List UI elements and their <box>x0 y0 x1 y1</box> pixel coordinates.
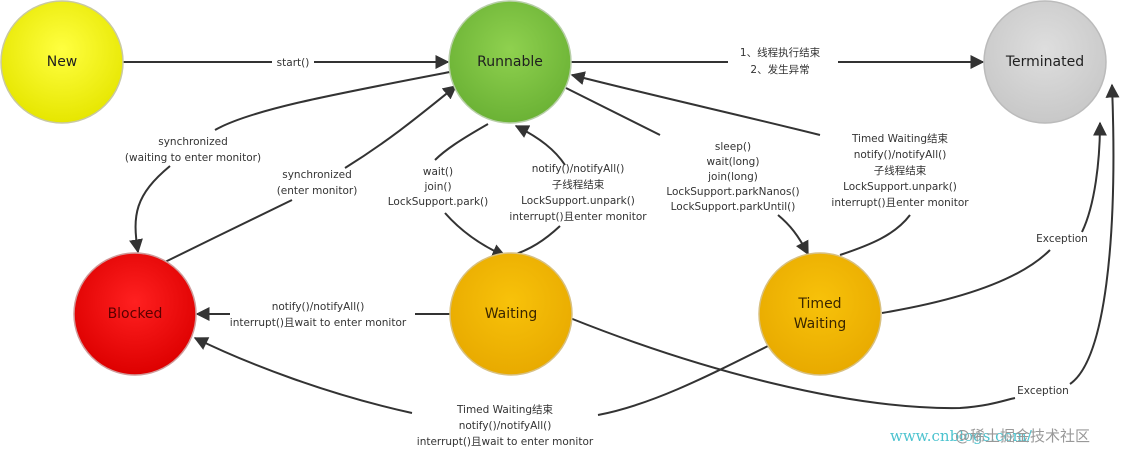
svg-text:www.cnblogs.com/: www.cnblogs.com/ <box>890 427 1033 445</box>
svg-text:LockSupport.parkUntil(): LockSupport.parkUntil() <box>671 201 796 213</box>
label-waiting-to-terminated: Exception <box>1017 385 1069 397</box>
svg-text:notify()/notifyAll(): notify()/notifyAll() <box>459 420 552 432</box>
svg-text:sleep(): sleep() <box>715 141 751 153</box>
svg-text:Waiting: Waiting <box>794 316 847 332</box>
svg-text:synchronized: synchronized <box>158 136 228 148</box>
svg-text:Runnable: Runnable <box>477 54 543 70</box>
edge-waiting-to-terminated <box>569 85 1113 410</box>
svg-text:Timed Waiting结束: Timed Waiting结束 <box>851 132 949 145</box>
label-timed-waiting-to-blocked: Timed Waiting结束 notify()/notifyAll() int… <box>417 403 594 448</box>
node-runnable-circle <box>448 0 572 124</box>
svg-text:join(): join() <box>423 181 451 193</box>
edge-runnable-to-timed-waiting <box>565 87 808 254</box>
svg-text:interrupt()且wait to enter moni: interrupt()且wait to enter monitor <box>230 317 407 329</box>
svg-text:interrupt()且wait to enter moni: interrupt()且wait to enter monitor <box>417 436 594 448</box>
svg-text:Waiting: Waiting <box>485 306 538 322</box>
svg-text:LockSupport.parkNanos(): LockSupport.parkNanos() <box>666 186 799 198</box>
svg-text:notify()/notifyAll(): notify()/notifyAll() <box>272 301 365 313</box>
svg-text:@稀土掘金技术社区: @稀土掘金技术社区 <box>955 427 1090 445</box>
svg-text:notify()/notifyAll(): notify()/notifyAll() <box>532 163 625 175</box>
svg-text:1、线程执行结束: 1、线程执行结束 <box>740 46 821 59</box>
node-new-circle <box>0 0 124 124</box>
svg-text:LockSupport.park(): LockSupport.park() <box>388 196 488 208</box>
watermark: www.cnblogs.com/ @稀土掘金技术社区 <box>890 427 1090 445</box>
node-timed-waiting: Timed Waiting <box>758 252 882 376</box>
label-start: start() <box>272 54 314 69</box>
node-runnable: Runnable <box>448 0 572 124</box>
node-waiting-circle <box>449 252 573 376</box>
svg-text:LockSupport.unpark(): LockSupport.unpark() <box>843 181 957 193</box>
svg-text:interrupt()且enter monitor: interrupt()且enter monitor <box>831 197 969 209</box>
label-blocked-to-runnable: synchronized (enter monitor) <box>277 169 358 197</box>
edge-waiting-to-runnable <box>510 126 566 257</box>
svg-text:(enter monitor): (enter monitor) <box>277 185 358 197</box>
svg-text:Exception: Exception <box>1017 385 1069 397</box>
edge-timed-waiting-to-runnable <box>572 75 911 256</box>
svg-text:synchronized: synchronized <box>282 169 352 181</box>
svg-text:子线程结束: 子线程结束 <box>874 164 927 177</box>
label-runnable-to-timed-waiting: sleep() wait(long) join(long) LockSuppor… <box>666 141 799 213</box>
svg-text:Terminated: Terminated <box>1005 54 1084 70</box>
label-runnable-to-blocked: synchronized (waiting to enter monitor) <box>125 136 261 164</box>
svg-text:Timed Waiting结束: Timed Waiting结束 <box>456 403 554 416</box>
edge-runnable-to-waiting <box>434 123 505 256</box>
node-new: New <box>0 0 124 124</box>
svg-text:(waiting to enter monitor): (waiting to enter monitor) <box>125 152 261 164</box>
svg-text:Exception: Exception <box>1036 233 1088 245</box>
node-terminated-circle <box>983 0 1107 124</box>
label-timed-waiting-to-runnable: Timed Waiting结束 notify()/notifyAll() 子线程… <box>831 132 969 209</box>
svg-text:子线程结束: 子线程结束 <box>552 178 605 191</box>
label-timed-waiting-to-terminated: Exception <box>1036 233 1088 245</box>
label-runnable-to-terminated: 1、线程执行结束 2、发生异常 <box>728 44 838 78</box>
svg-text:interrupt()且enter monitor: interrupt()且enter monitor <box>509 211 647 223</box>
label-waiting-to-runnable: notify()/notifyAll() 子线程结束 LockSupport.u… <box>509 163 647 223</box>
svg-text:join(long): join(long) <box>707 171 758 183</box>
label-waiting-to-blocked: notify()/notifyAll() interrupt()且wait to… <box>230 301 407 329</box>
node-blocked-circle <box>73 252 197 376</box>
edge-timed-waiting-to-terminated <box>881 123 1100 314</box>
svg-text:Blocked: Blocked <box>108 306 163 322</box>
svg-text:wait(): wait() <box>423 166 453 178</box>
label-runnable-to-waiting: wait() join() LockSupport.park() <box>388 166 488 208</box>
node-timed-waiting-circle <box>758 252 882 376</box>
svg-text:start(): start() <box>277 57 310 69</box>
node-terminated: Terminated <box>983 0 1107 124</box>
svg-text:wait(long): wait(long) <box>707 156 760 168</box>
svg-text:New: New <box>47 54 78 70</box>
edge-timed-waiting-to-blocked <box>195 338 771 416</box>
svg-text:notify()/notifyAll(): notify()/notifyAll() <box>854 149 947 161</box>
node-blocked: Blocked <box>73 252 197 376</box>
svg-text:LockSupport.unpark(): LockSupport.unpark() <box>521 195 635 207</box>
node-waiting: Waiting <box>449 252 573 376</box>
edge-blocked-to-runnable <box>164 86 456 263</box>
svg-text:Timed: Timed <box>797 296 841 312</box>
svg-text:2、发生异常: 2、发生异常 <box>750 63 809 76</box>
edge-runnable-to-blocked <box>136 71 451 252</box>
